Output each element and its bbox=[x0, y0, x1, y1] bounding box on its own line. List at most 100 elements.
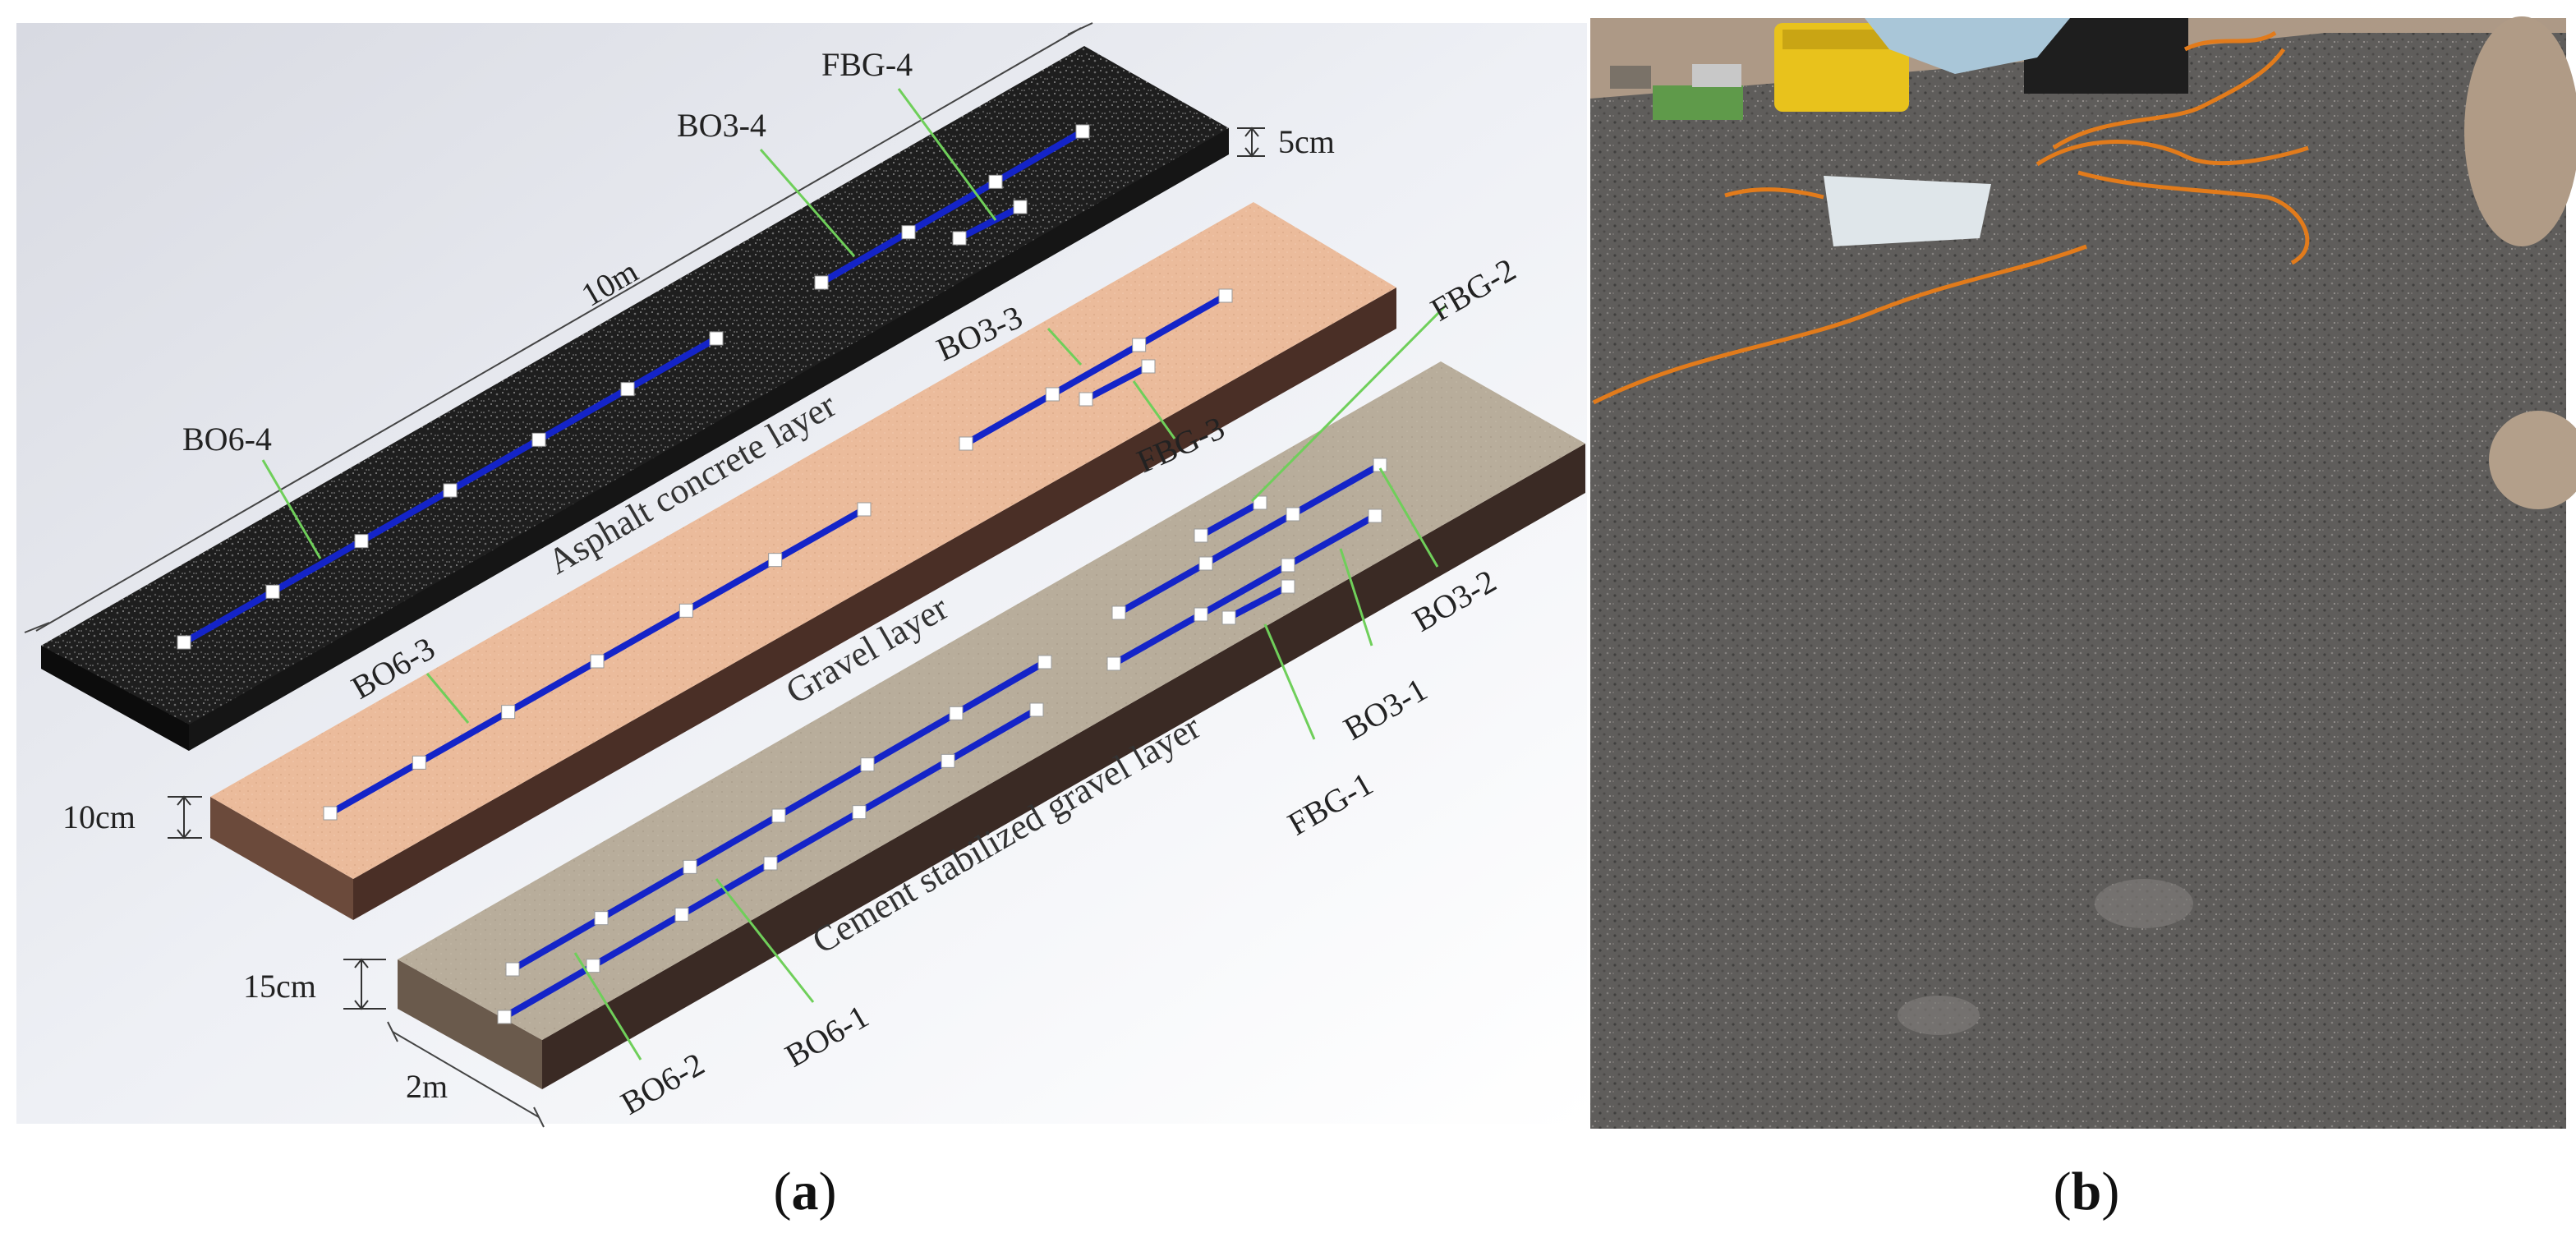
fiber-fbg-1 bbox=[1221, 579, 1295, 625]
fiber-bo3-3 bbox=[959, 288, 1233, 451]
fiber-bo3-3-marker bbox=[1132, 338, 1147, 352]
length-dimension bbox=[24, 22, 1093, 633]
fiber-bo3-2 bbox=[1111, 458, 1387, 620]
fiber-bo3-4-marker bbox=[988, 174, 1003, 189]
leader-bo6-4 bbox=[261, 459, 322, 559]
fiber-bo6-1-marker bbox=[497, 1010, 512, 1024]
label-bo6-4: BO6-4 bbox=[182, 421, 272, 458]
fiber-fbg-4-marker bbox=[1013, 200, 1028, 214]
fiber-bo3-4-marker bbox=[814, 275, 829, 290]
fiber-fbg-1-cable bbox=[1227, 583, 1290, 621]
leader-fbg-4 bbox=[897, 88, 997, 221]
photo-feet bbox=[1610, 64, 1741, 89]
fiber-bo6-1-marker bbox=[852, 805, 867, 820]
width-dimension bbox=[387, 1021, 545, 1128]
cement-layer-side bbox=[542, 444, 1585, 1089]
fiber-bo6-1-marker bbox=[1029, 702, 1044, 717]
leader-bo3-3 bbox=[1046, 327, 1083, 366]
width-label: 2m bbox=[406, 1068, 448, 1105]
photo-patch-bottom-left bbox=[1898, 996, 1980, 1035]
fiber-fbg-2-marker bbox=[1253, 495, 1267, 510]
fiber-bo3-1-cable bbox=[1112, 513, 1377, 667]
fiber-bo3-1 bbox=[1106, 508, 1382, 671]
fiber-bo6-4-marker bbox=[265, 584, 280, 599]
gravel-layer-front bbox=[210, 797, 353, 920]
fiber-bo3-1-marker bbox=[1194, 607, 1208, 622]
fiber-bo6-2-marker bbox=[683, 859, 697, 874]
label-bo3-4: BO3-4 bbox=[677, 107, 766, 144]
fiber-bo6-3-marker bbox=[501, 705, 516, 720]
fiber-bo3-4 bbox=[814, 124, 1090, 290]
cement-thickness-dimension bbox=[343, 958, 386, 1010]
leader-fbg-3 bbox=[1132, 380, 1176, 439]
fiber-fbg-4 bbox=[952, 200, 1028, 246]
caption-a: (a) bbox=[774, 1162, 837, 1221]
fiber-fbg-1-marker bbox=[1221, 610, 1236, 625]
fiber-bo6-1-marker bbox=[763, 856, 778, 871]
cement-layer-front bbox=[398, 959, 542, 1089]
fiber-bo3-2-marker bbox=[1286, 507, 1300, 522]
leader-bo6-3 bbox=[426, 673, 470, 724]
fiber-bo3-3-marker bbox=[1218, 288, 1233, 303]
fiber-bo6-2-marker bbox=[771, 808, 786, 823]
fiber-bo6-2-marker bbox=[949, 706, 964, 720]
photo-cables bbox=[1592, 30, 2310, 405]
gravel-layer-side bbox=[353, 288, 1396, 920]
fiber-bo3-4-marker bbox=[1075, 124, 1090, 139]
photo-asphalt-texture bbox=[1590, 33, 2566, 1129]
fiber-fbg-2 bbox=[1194, 495, 1267, 543]
photo-shoe-left bbox=[1610, 66, 1651, 89]
photo-shoe-right bbox=[1692, 64, 1741, 87]
leader-lines bbox=[261, 88, 1447, 1060]
fiber-bo3-1-marker bbox=[1368, 508, 1382, 523]
fiber-bo3-2-marker bbox=[1198, 556, 1213, 571]
fiber-fbg-3-cable bbox=[1084, 363, 1150, 403]
asphalt-thickness-dimension bbox=[1237, 127, 1265, 158]
fiber-bo3-3-marker bbox=[959, 436, 973, 451]
fiber-fbg-4-marker bbox=[952, 231, 967, 246]
fiber-bo6-3-marker bbox=[768, 553, 783, 568]
photo-patch-bottom bbox=[2095, 879, 2193, 928]
photo-blue-tarp bbox=[1865, 18, 2070, 74]
fiber-bo6-1 bbox=[497, 702, 1044, 1024]
panel-a-diagram: 10m 5cm 10cm bbox=[16, 22, 1587, 1128]
fiber-fbg-2-marker bbox=[1194, 528, 1208, 543]
fiber-bo6-2-marker bbox=[860, 757, 875, 772]
fiber-fbg-2-cable bbox=[1199, 499, 1262, 539]
fiber-bo6-4-marker bbox=[177, 635, 191, 650]
fiber-bo3-3-cable bbox=[964, 292, 1227, 447]
leader-bo6-1 bbox=[715, 878, 815, 1003]
svg-text:(b): (b) bbox=[2054, 1162, 2120, 1221]
label-fbg-4: FBG-4 bbox=[821, 46, 913, 83]
fiber-bo6-1-marker bbox=[941, 753, 955, 768]
gravel-thickness-label: 10cm bbox=[62, 798, 136, 835]
photo-patch-right bbox=[2489, 411, 2576, 509]
fiber-fbg-3-marker bbox=[1079, 392, 1093, 407]
fiber-fbg-3 bbox=[1079, 359, 1156, 407]
sensor-fibers bbox=[177, 124, 1387, 1024]
asphalt-layer-front bbox=[41, 646, 189, 751]
fiber-bo6-2-marker bbox=[594, 911, 609, 926]
asphalt-thickness-label: 5cm bbox=[1278, 123, 1335, 160]
leader-fbg-2 bbox=[1250, 304, 1447, 503]
gravel-thickness-dimension bbox=[168, 795, 202, 840]
fiber-bo6-4-marker bbox=[354, 534, 369, 549]
fiber-bo3-3-marker bbox=[1045, 387, 1060, 402]
photo-green-item bbox=[1653, 85, 1743, 120]
fiber-bo6-3-marker bbox=[412, 755, 426, 770]
fiber-bo6-1-marker bbox=[674, 907, 689, 922]
fiber-bo6-3 bbox=[323, 502, 872, 821]
fiber-fbg-1-marker bbox=[1281, 579, 1295, 594]
fiber-bo6-1-marker bbox=[586, 959, 600, 973]
leader-bo3-2 bbox=[1378, 467, 1439, 568]
fiber-bo3-2-marker bbox=[1373, 458, 1387, 472]
panel-b-photo bbox=[1590, 16, 2576, 1129]
fiber-bo6-3-marker bbox=[678, 603, 693, 618]
fiber-bo6-3-marker bbox=[590, 654, 605, 669]
fiber-bo3-1-marker bbox=[1106, 656, 1121, 671]
fiber-bo6-4-marker bbox=[709, 331, 724, 346]
fiber-bo6-2-marker bbox=[505, 962, 520, 977]
fiber-fbg-3-marker bbox=[1141, 359, 1156, 374]
photo-patch-top-right bbox=[2464, 16, 2576, 246]
